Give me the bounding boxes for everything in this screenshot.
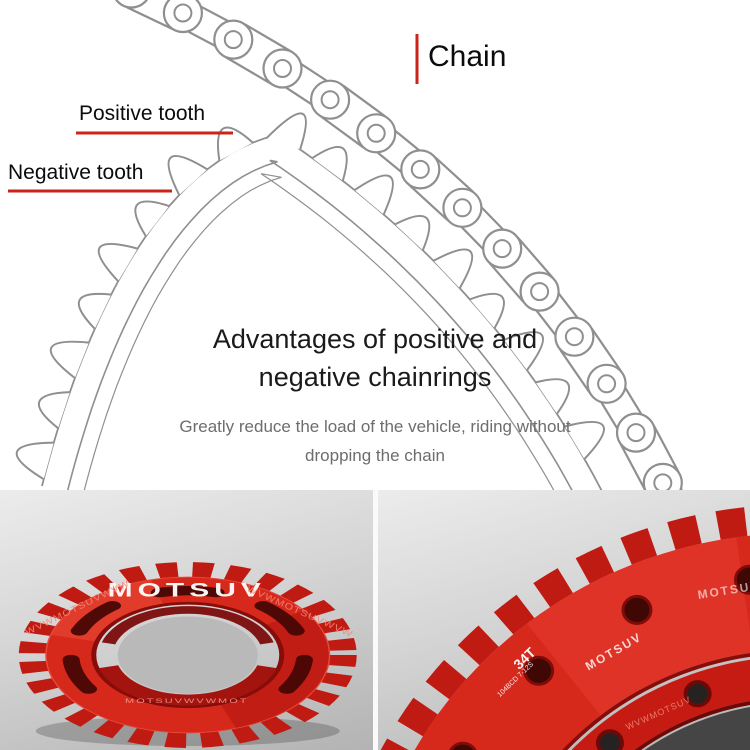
headline-line2: negative chainrings (258, 362, 492, 392)
chain-label: Chain (428, 40, 507, 73)
chainring-sketch (8, 0, 699, 490)
product-photo-right: 34T 104BCD 7-12S MOTSUV MOTSUV WVWMOTSUV (377, 490, 750, 750)
headline: Advantages of positive and negative chai… (0, 320, 750, 396)
brand-text: MOTSUV (108, 580, 266, 602)
subtitle-line2: dropping the chain (305, 446, 445, 465)
subtitle-line1: Greatly reduce the load of the vehicle, … (179, 417, 571, 436)
sketch-linework (15, 0, 699, 490)
chainring-graphic-right (380, 506, 750, 750)
product-photo-left: MOTSUV WVWMOTSUVWVW WVWMOTSUVWVW MOTSUVW… (0, 490, 373, 750)
headline-line1: Advantages of positive and (212, 324, 538, 354)
product-photos: MOTSUV WVWMOTSUVWVW WVWMOTSUVWVW MOTSUVW… (0, 490, 750, 750)
left-chainring-photo: MOTSUV WVWMOTSUVWVW WVWMOTSUVWVW MOTSUVW… (18, 562, 357, 748)
inner-pattern-text: MOTSUVWVWMOT (125, 698, 248, 705)
positive-tooth-label: Positive tooth (79, 102, 206, 125)
negative-tooth-label: Negative tooth (8, 161, 144, 184)
chainring-diagram-section: Chain Positive tooth Negative tooth Adva… (0, 0, 750, 490)
subtitle: Greatly reduce the load of the vehicle, … (0, 412, 750, 470)
brand-text-group: MOTSUV (108, 580, 266, 602)
right-chainring-photo: 34T 104BCD 7-12S MOTSUV MOTSUV WVWMOTSUV (380, 506, 750, 750)
chainring-graphic-left (18, 562, 357, 748)
